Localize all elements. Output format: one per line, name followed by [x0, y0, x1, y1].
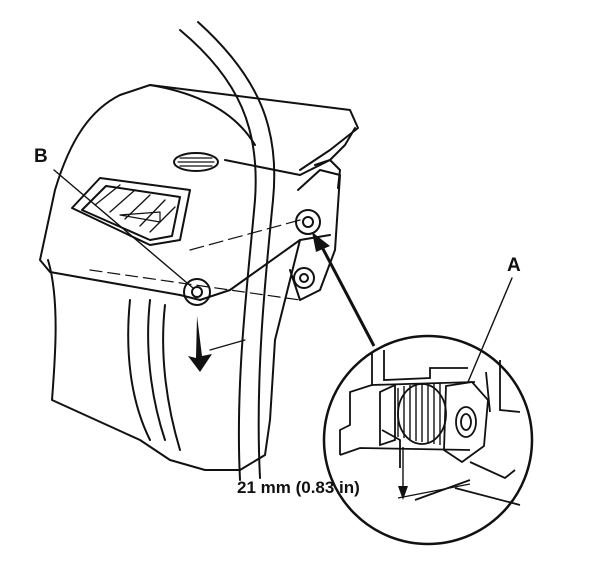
wire-harness: [179, 29, 257, 481]
dimension-arrowhead: [398, 486, 408, 500]
direction-arrow: [188, 316, 212, 372]
dashboard-body: [39, 84, 359, 471]
leader-b: [53, 169, 194, 289]
clip-b: [183, 278, 211, 306]
speaker-grille: [173, 152, 219, 172]
dimension-label: 21 mm (0.83 in): [237, 478, 360, 497]
hinge-bracket: [289, 159, 341, 301]
callout-label-b: B: [34, 146, 48, 167]
detail-contents: [339, 350, 521, 506]
air-vent: [71, 177, 191, 246]
detail-magnifier: [322, 334, 534, 546]
detail-pointer-arrow: [312, 232, 376, 347]
wire-harness-inner: [197, 21, 276, 479]
leader-a: [467, 277, 513, 383]
callout-label-a: A: [507, 255, 521, 276]
